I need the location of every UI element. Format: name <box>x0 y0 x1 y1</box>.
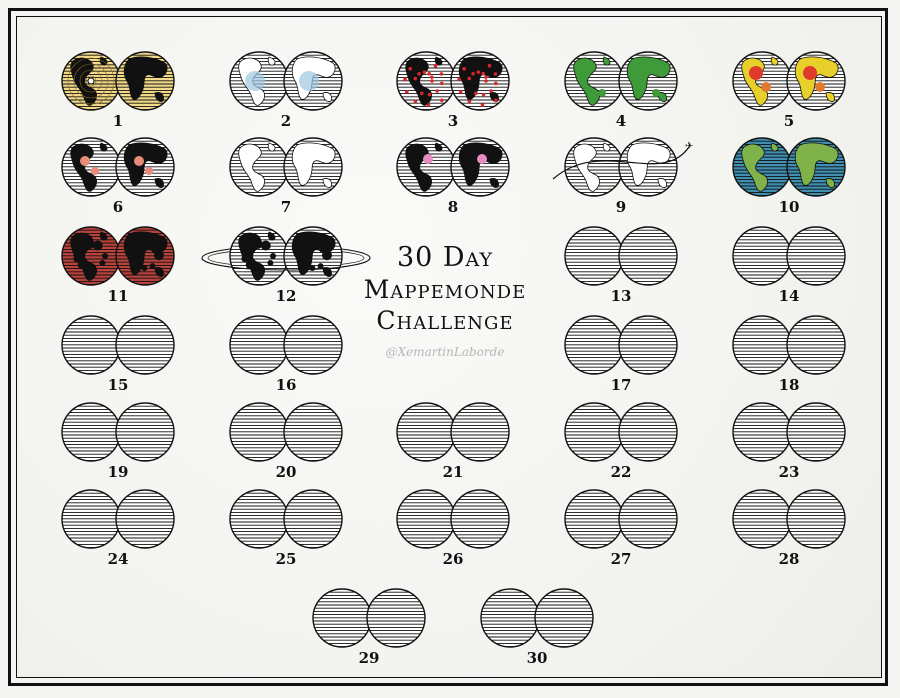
double-hemisphere-map <box>732 402 846 462</box>
double-hemisphere-map <box>229 51 343 111</box>
double-hemisphere-map <box>732 489 846 549</box>
globe-pair-day-28 <box>716 478 862 560</box>
day-number: 3 <box>447 112 459 130</box>
double-hemisphere-map <box>564 315 678 375</box>
day-number: 14 <box>778 287 800 305</box>
globe-pair-day-11 <box>45 215 191 297</box>
double-hemisphere-map <box>480 588 594 648</box>
globe-pair-day-6 <box>45 126 191 208</box>
day-number: 2 <box>280 112 292 130</box>
day-number: 7 <box>280 198 292 216</box>
day-number: 27 <box>610 550 632 568</box>
double-hemisphere-map: ✈ <box>552 137 693 197</box>
day-number: 19 <box>107 463 129 481</box>
day-number: 26 <box>442 550 464 568</box>
globe-pair-day-17 <box>548 304 694 386</box>
day-number: 13 <box>610 287 632 305</box>
day-number: 22 <box>610 463 632 481</box>
double-hemisphere-map <box>564 51 678 111</box>
day-number: 8 <box>447 198 459 216</box>
globe-pair-day-30 <box>464 577 610 659</box>
double-hemisphere-map <box>61 51 175 111</box>
day-number: 25 <box>275 550 297 568</box>
globe-pair-day-9: ✈ <box>548 126 694 208</box>
double-hemisphere-map <box>732 51 846 111</box>
day-number: 5 <box>783 112 795 130</box>
double-hemisphere-map <box>564 402 678 462</box>
day-number: 15 <box>107 376 129 394</box>
globe-pair-day-18 <box>716 304 862 386</box>
double-hemisphere-map <box>61 402 175 462</box>
day-number: 12 <box>275 287 297 305</box>
double-hemisphere-map <box>732 315 846 375</box>
globe-pair-day-12 <box>201 215 371 297</box>
globe-pair-day-23 <box>716 391 862 473</box>
flight-path <box>552 146 690 180</box>
day-number: 21 <box>442 463 464 481</box>
globe-pair-day-25 <box>213 478 359 560</box>
author-handle: @XemartinLaborde <box>385 345 505 359</box>
globe-pair-day-8 <box>380 126 526 208</box>
globe-pair-day-29 <box>296 577 442 659</box>
globe-pair-day-21 <box>380 391 526 473</box>
globe-pair-day-1 <box>45 40 191 122</box>
day-number: 10 <box>778 198 800 216</box>
globe-pair-day-13 <box>548 215 694 297</box>
day-number: 24 <box>107 550 129 568</box>
double-hemisphere-map <box>396 489 510 549</box>
day-number: 28 <box>778 550 800 568</box>
day-number: 4 <box>615 112 627 130</box>
day-number: 29 <box>358 649 380 667</box>
globe-pair-day-3 <box>380 40 526 122</box>
day-number: 9 <box>615 198 627 216</box>
globe-pair-day-15 <box>45 304 191 386</box>
title-block: 30 Day Mappemonde Challenge @XemartinLab… <box>340 242 550 359</box>
double-hemisphere-map <box>229 489 343 549</box>
globe-pair-day-16 <box>213 304 359 386</box>
globe-pair-day-22 <box>548 391 694 473</box>
globe-pair-day-2 <box>213 40 359 122</box>
double-hemisphere-map <box>732 226 846 286</box>
globe-pair-day-27 <box>548 478 694 560</box>
globe-pair-day-10 <box>716 126 862 208</box>
outer-frame <box>8 8 888 686</box>
globe-pair-day-24 <box>45 478 191 560</box>
globe-pair-day-26 <box>380 478 526 560</box>
double-hemisphere-map <box>61 315 175 375</box>
double-hemisphere-map <box>201 226 371 286</box>
globe-pair-day-4 <box>548 40 694 122</box>
globe-pair-day-20 <box>213 391 359 473</box>
double-hemisphere-map <box>229 315 343 375</box>
airplane-icon: ✈ <box>685 141 693 152</box>
globe-pair-day-19 <box>45 391 191 473</box>
double-hemisphere-map <box>564 226 678 286</box>
double-hemisphere-map <box>396 402 510 462</box>
double-hemisphere-map <box>229 137 343 197</box>
day-number: 6 <box>112 198 124 216</box>
double-hemisphere-map <box>564 489 678 549</box>
globe-pair-day-14 <box>716 215 862 297</box>
day-number: 23 <box>778 463 800 481</box>
double-hemisphere-map <box>61 226 175 286</box>
double-hemisphere-map <box>396 51 510 111</box>
day-number: 1 <box>112 112 124 130</box>
day-number: 16 <box>275 376 297 394</box>
double-hemisphere-map <box>312 588 426 648</box>
day-number: 30 <box>526 649 548 667</box>
day-number: 11 <box>107 287 129 305</box>
title-line-2: Mappemonde <box>363 275 527 304</box>
double-hemisphere-map <box>61 489 175 549</box>
day-number: 17 <box>610 376 632 394</box>
title-line-3: Challenge <box>376 306 514 335</box>
double-hemisphere-map <box>229 402 343 462</box>
double-hemisphere-map <box>61 137 175 197</box>
day-number: 20 <box>275 463 297 481</box>
globe-pair-day-7 <box>213 126 359 208</box>
day-number: 18 <box>778 376 800 394</box>
globe-pair-day-5 <box>716 40 862 122</box>
double-hemisphere-map <box>396 137 510 197</box>
double-hemisphere-map <box>732 137 846 197</box>
title-line-1: 30 Day <box>396 242 494 273</box>
